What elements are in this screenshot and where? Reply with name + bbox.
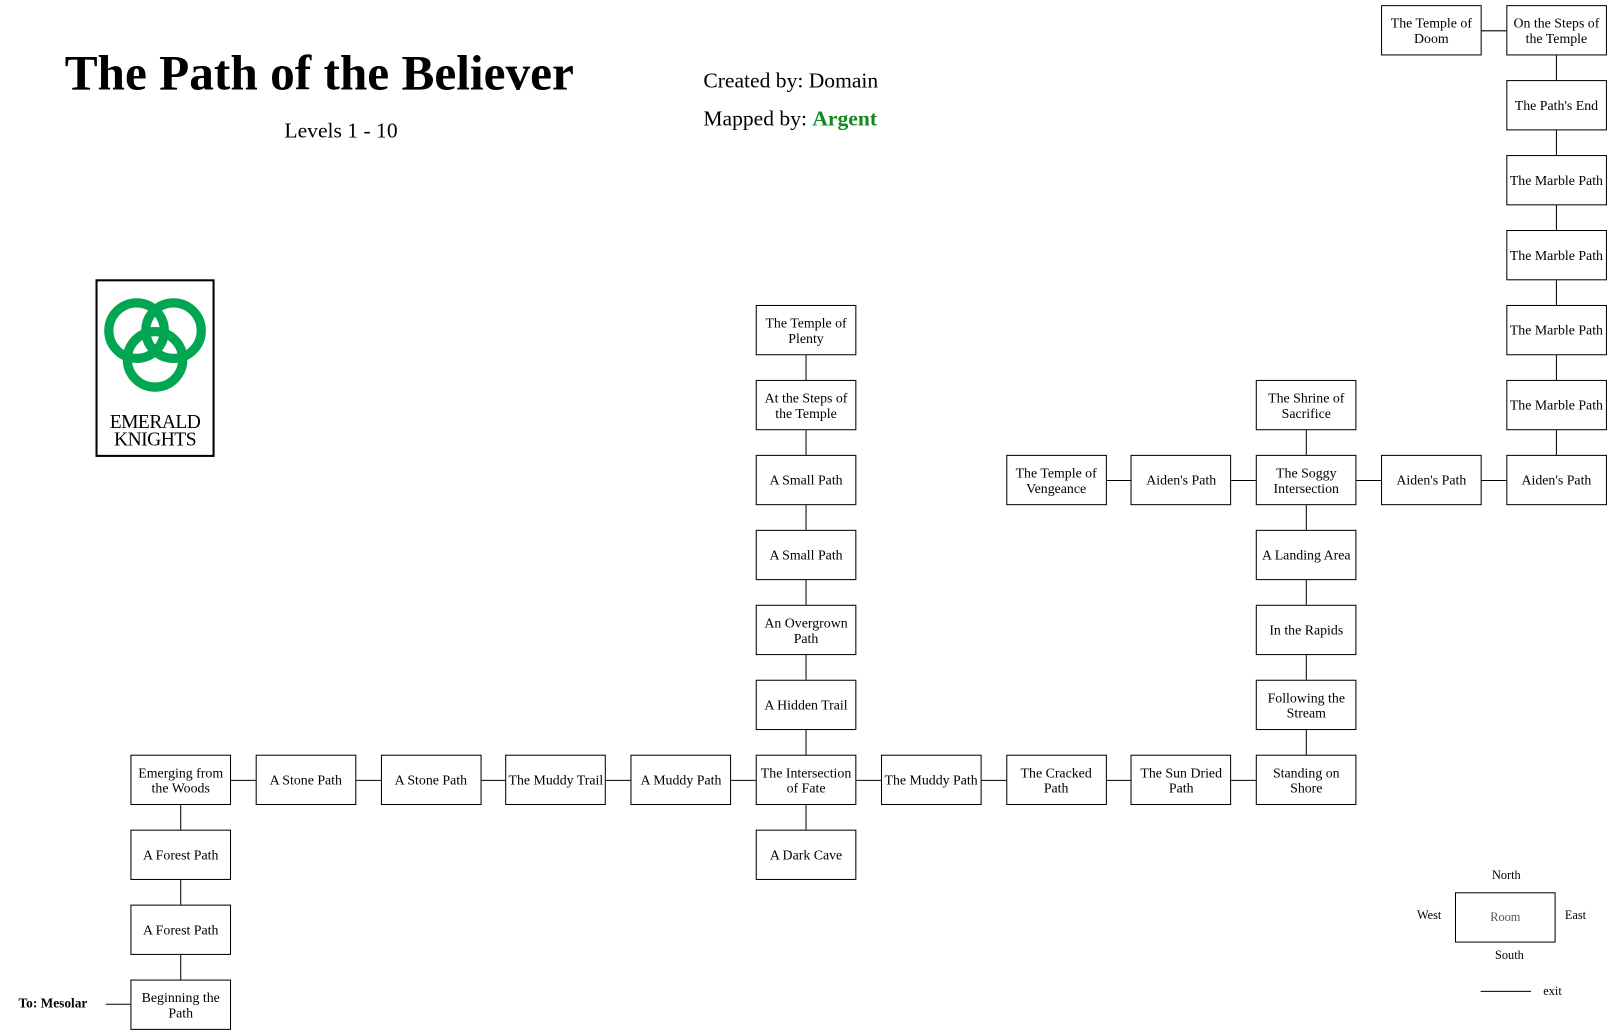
page-title: The Path of the Believer: [64, 46, 574, 101]
room-box[interactable]: In the Rapids: [1255, 604, 1357, 656]
room-box[interactable]: The Muddy Trail: [505, 754, 607, 806]
exit-to-mesolar[interactable]: To: Mesolar: [18, 994, 88, 1011]
legend-exit-line: [1480, 990, 1531, 992]
legend-north: North: [1491, 867, 1521, 883]
room-box[interactable]: Standing on Shore: [1255, 754, 1357, 806]
room-box[interactable]: The Shrine of Sacrifice: [1255, 379, 1357, 431]
room-box[interactable]: A Small Path: [755, 529, 857, 581]
triquetra-rings-icon: [104, 298, 206, 410]
room-box[interactable]: A Hidden Trail: [755, 679, 857, 731]
created-by: Created by: Domain: [703, 67, 879, 93]
room-box[interactable]: A Dark Cave: [755, 829, 857, 880]
room-box[interactable]: The Temple of Doom: [1381, 5, 1482, 56]
room-box[interactable]: A Muddy Path: [630, 754, 732, 806]
room-box[interactable]: The Temple of Vengeance: [1005, 454, 1107, 506]
room-box[interactable]: The Marble Path: [1506, 155, 1607, 206]
room-box[interactable]: The Sun Dried Path: [1130, 754, 1232, 806]
room-box[interactable]: Emerging from the Woods: [130, 754, 232, 806]
room-box[interactable]: The Cracked Path: [1005, 754, 1107, 806]
room-box[interactable]: At the Steps of the Temple: [755, 379, 857, 431]
legend-room-box: Room: [1454, 892, 1556, 943]
mapped-by-label: Mapped by:: [703, 105, 813, 131]
room-box[interactable]: Aiden's Path: [1381, 454, 1482, 506]
level-range: Levels 1 - 10: [284, 118, 398, 143]
room-box[interactable]: A Stone Path: [380, 754, 482, 806]
room-box[interactable]: The Marble Path: [1506, 230, 1607, 281]
logo-line-1: EMERALD: [109, 411, 201, 434]
room-box[interactable]: A Landing Area: [1255, 529, 1357, 581]
legend-exit-label: exit: [1543, 983, 1562, 999]
room-box[interactable]: The Marble Path: [1506, 304, 1607, 356]
mapper-name: Argent: [812, 105, 878, 131]
mapped-by: Mapped by: Argent: [703, 106, 877, 132]
room-box[interactable]: An Overgrown Path: [755, 604, 857, 656]
room-box[interactable]: On the Steps of the Temple: [1506, 5, 1607, 56]
room-box[interactable]: The Intersection of Fate: [755, 754, 857, 806]
room-box[interactable]: Aiden's Path: [1130, 454, 1232, 506]
logo-line-2: KNIGHTS: [114, 429, 197, 451]
room-box[interactable]: A Stone Path: [255, 754, 357, 806]
legend-west: West: [1416, 907, 1442, 923]
room-box[interactable]: Aiden's Path: [1506, 454, 1607, 506]
room-box[interactable]: The Temple of Plenty: [755, 304, 857, 356]
room-box[interactable]: The Muddy Path: [880, 754, 982, 806]
room-box[interactable]: A Forest Path: [130, 904, 232, 955]
room-box[interactable]: The Path's End: [1506, 80, 1607, 131]
room-box[interactable]: Following the Stream: [1255, 679, 1357, 731]
legend-south: South: [1495, 947, 1524, 963]
room-box[interactable]: Beginning the Path: [130, 979, 232, 1030]
room-box[interactable]: The Marble Path: [1506, 379, 1607, 431]
legend-east: East: [1564, 907, 1587, 923]
room-box[interactable]: The Soggy Intersection: [1255, 454, 1357, 506]
room-box[interactable]: A Forest Path: [130, 829, 232, 880]
room-box[interactable]: A Small Path: [755, 454, 857, 506]
